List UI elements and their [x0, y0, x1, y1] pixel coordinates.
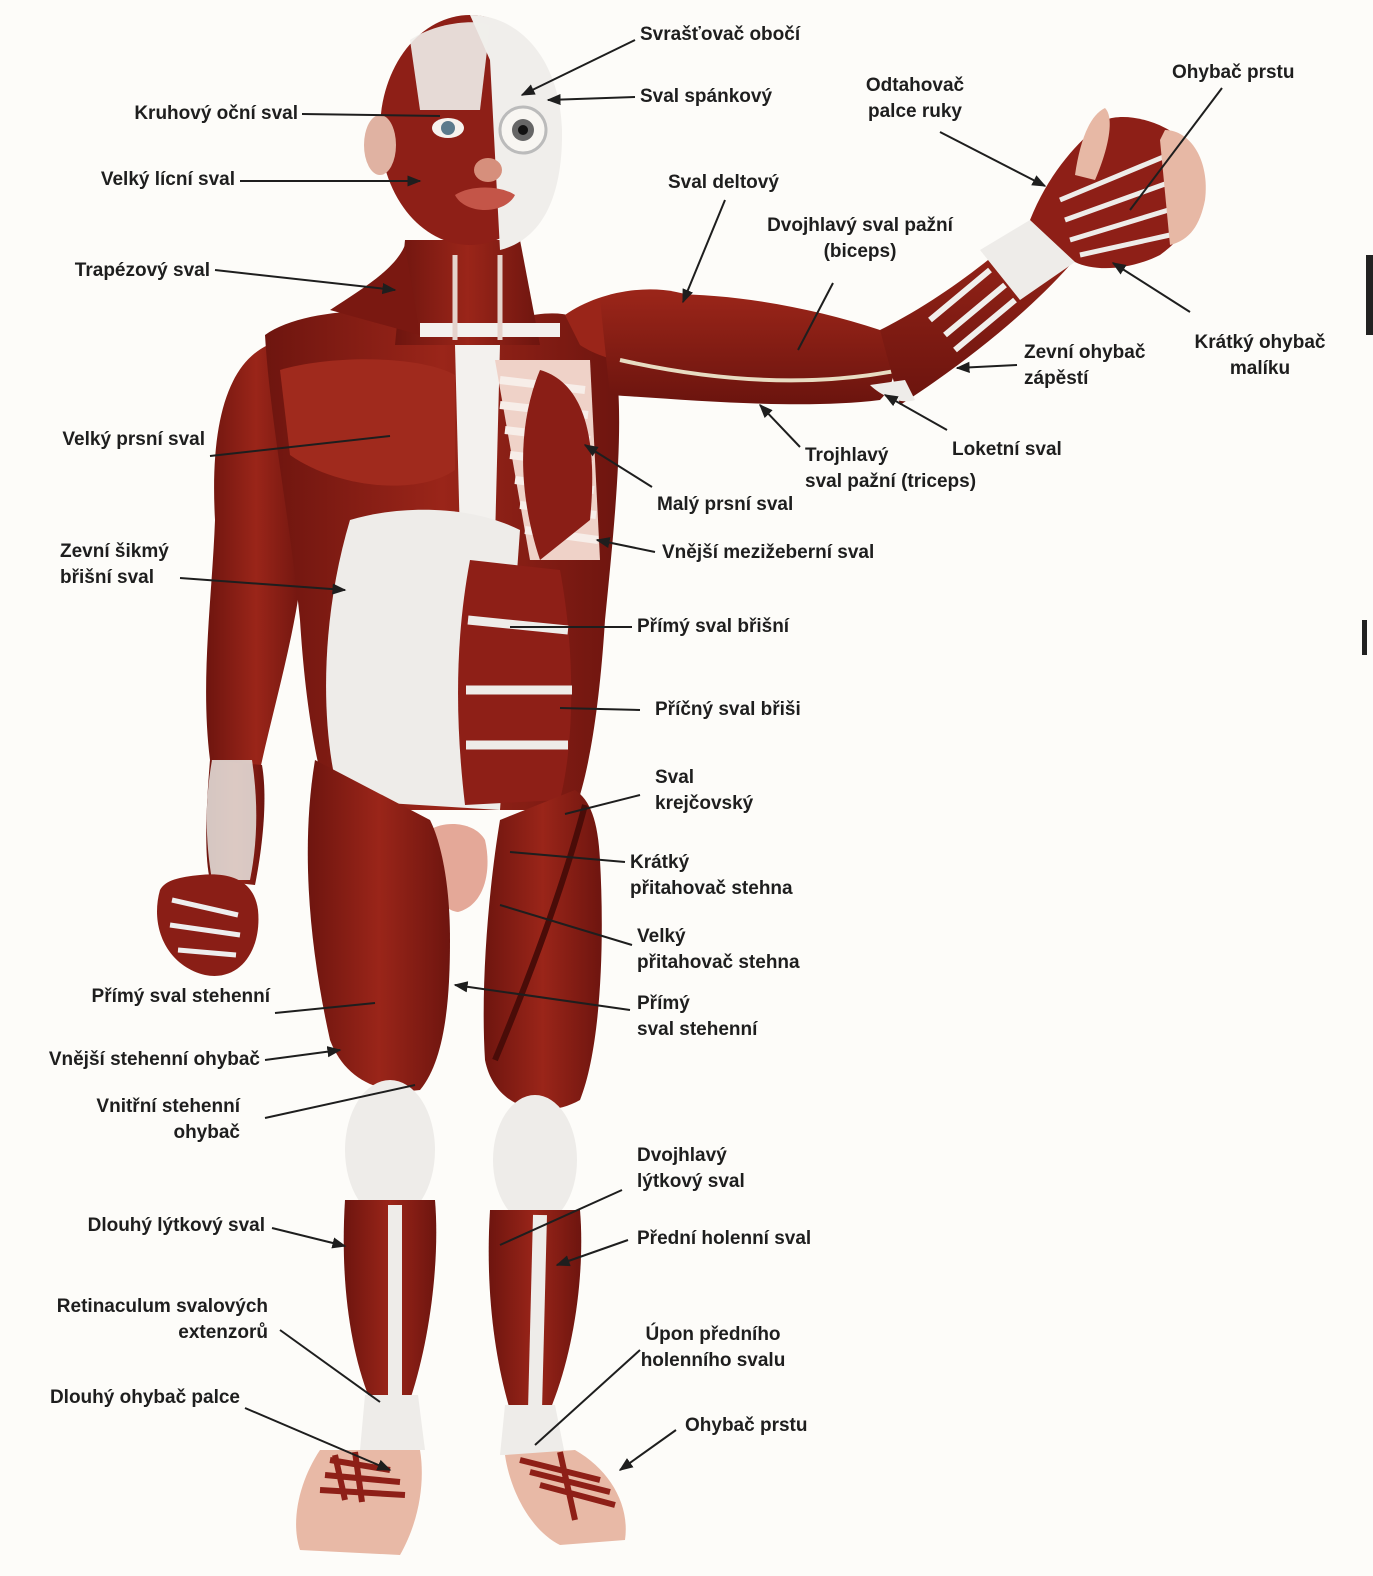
- label-svrastovac-oboci: Svrašťovač obočí: [640, 22, 800, 48]
- label-vnejsi-mezizeberni-sval: Vnější mezižeberní sval: [662, 540, 874, 566]
- leader-vnejsi-stehenni: [265, 1050, 340, 1060]
- leader-trapezovy: [215, 270, 395, 290]
- left-wrist-tendon: [207, 760, 257, 880]
- label-upon-predniho-holenniho-svalu: Úpon předního holenního svalu: [628, 1322, 798, 1374]
- label-velky-licni-sval: Velký lícní sval: [60, 167, 235, 193]
- label-sval-krejcovsky: Sval krejčovský: [655, 765, 753, 817]
- label-primy-sval-brisni: Přímý sval břišní: [637, 614, 789, 640]
- label-dvojhlavy-sval-pazni: Dvojhlavý sval pažní (biceps): [755, 213, 965, 265]
- left-ankle: [360, 1395, 425, 1450]
- label-dlouhy-ohybac-palce: Dlouhý ohybač palce: [20, 1385, 240, 1411]
- right-ankle: [500, 1405, 565, 1455]
- label-dvojhlavy-lytkovy-sval: Dvojhlavý lýtkový sval: [637, 1143, 745, 1195]
- label-trojhlavy-sval-pazni: Trojhlavý sval pažní (triceps): [805, 443, 976, 495]
- label-sval-spankovy: Sval spánkový: [640, 84, 772, 110]
- label-dlouhy-lytkovy-sval: Dlouhý lýtkový sval: [50, 1213, 265, 1239]
- leader-zapesti: [957, 365, 1017, 368]
- label-ohybac-prstu-noha: Ohybač prstu: [685, 1413, 807, 1439]
- label-primy-sval-stehenni-left: Přímý sval stehenní: [60, 984, 270, 1010]
- label-retinaculum: Retinaculum svalových extenzorů: [40, 1294, 268, 1346]
- right-knee: [493, 1095, 577, 1225]
- right-upper-arm: [600, 294, 895, 404]
- leader-kratky-ohybac: [1113, 263, 1190, 312]
- rectus-abdominis: [458, 560, 571, 805]
- sternum: [455, 345, 500, 540]
- label-odtahovac-palce-ruky: Odtahovač palce ruky: [840, 73, 990, 125]
- head: [364, 15, 562, 250]
- leader-ohybac-prstu-noha: [620, 1430, 676, 1470]
- label-primy-sval-stehenni-right: Přímý sval stehenní: [637, 991, 757, 1043]
- leader-spankovy: [548, 97, 635, 100]
- label-velky-pritahovac-stehna: Velký přitahovač stehna: [637, 924, 800, 976]
- leader-odtahovac: [940, 132, 1045, 186]
- label-maly-prsni-sval: Malý prsní sval: [657, 492, 793, 518]
- label-sval-deltovy: Sval deltový: [668, 170, 779, 196]
- label-zevni-sikmy-brisni-sval: Zevní šikmý břišní sval: [60, 539, 169, 591]
- label-zevni-ohybac-zapesti: Zevní ohybač zápěstí: [1024, 340, 1145, 392]
- label-vnitrni-stehenni-ohybac: Vnitřní stehenní ohybač: [60, 1094, 240, 1146]
- label-trapezovy-sval: Trapézový sval: [40, 258, 210, 284]
- leader-deltovy: [683, 200, 725, 302]
- left-knee: [345, 1080, 435, 1220]
- label-kratky-ohybac-maliku: Krátký ohybač malíku: [1180, 330, 1340, 382]
- label-kratky-pritahovac-stehna: Krátký přitahovač stehna: [630, 850, 793, 902]
- label-kruhovy-ocni-sval: Kruhový oční sval: [100, 101, 298, 127]
- label-velky-prsni-sval: Velký prsní sval: [30, 427, 205, 453]
- label-predni-holenni-sval: Přední holenní sval: [637, 1226, 811, 1252]
- label-pricny-sval-brisi: Příčný sval břiši: [655, 697, 801, 723]
- leader-dlouhy-lytkovy: [272, 1228, 345, 1246]
- label-ohybac-prstu-ruka: Ohybač prstu: [1172, 60, 1294, 86]
- right-thigh: [484, 790, 602, 1110]
- leader-triceps: [760, 405, 800, 447]
- leader-loketni: [885, 395, 947, 430]
- label-vnejsi-stehenni-ohybac: Vnější stehenní ohybač: [30, 1047, 260, 1073]
